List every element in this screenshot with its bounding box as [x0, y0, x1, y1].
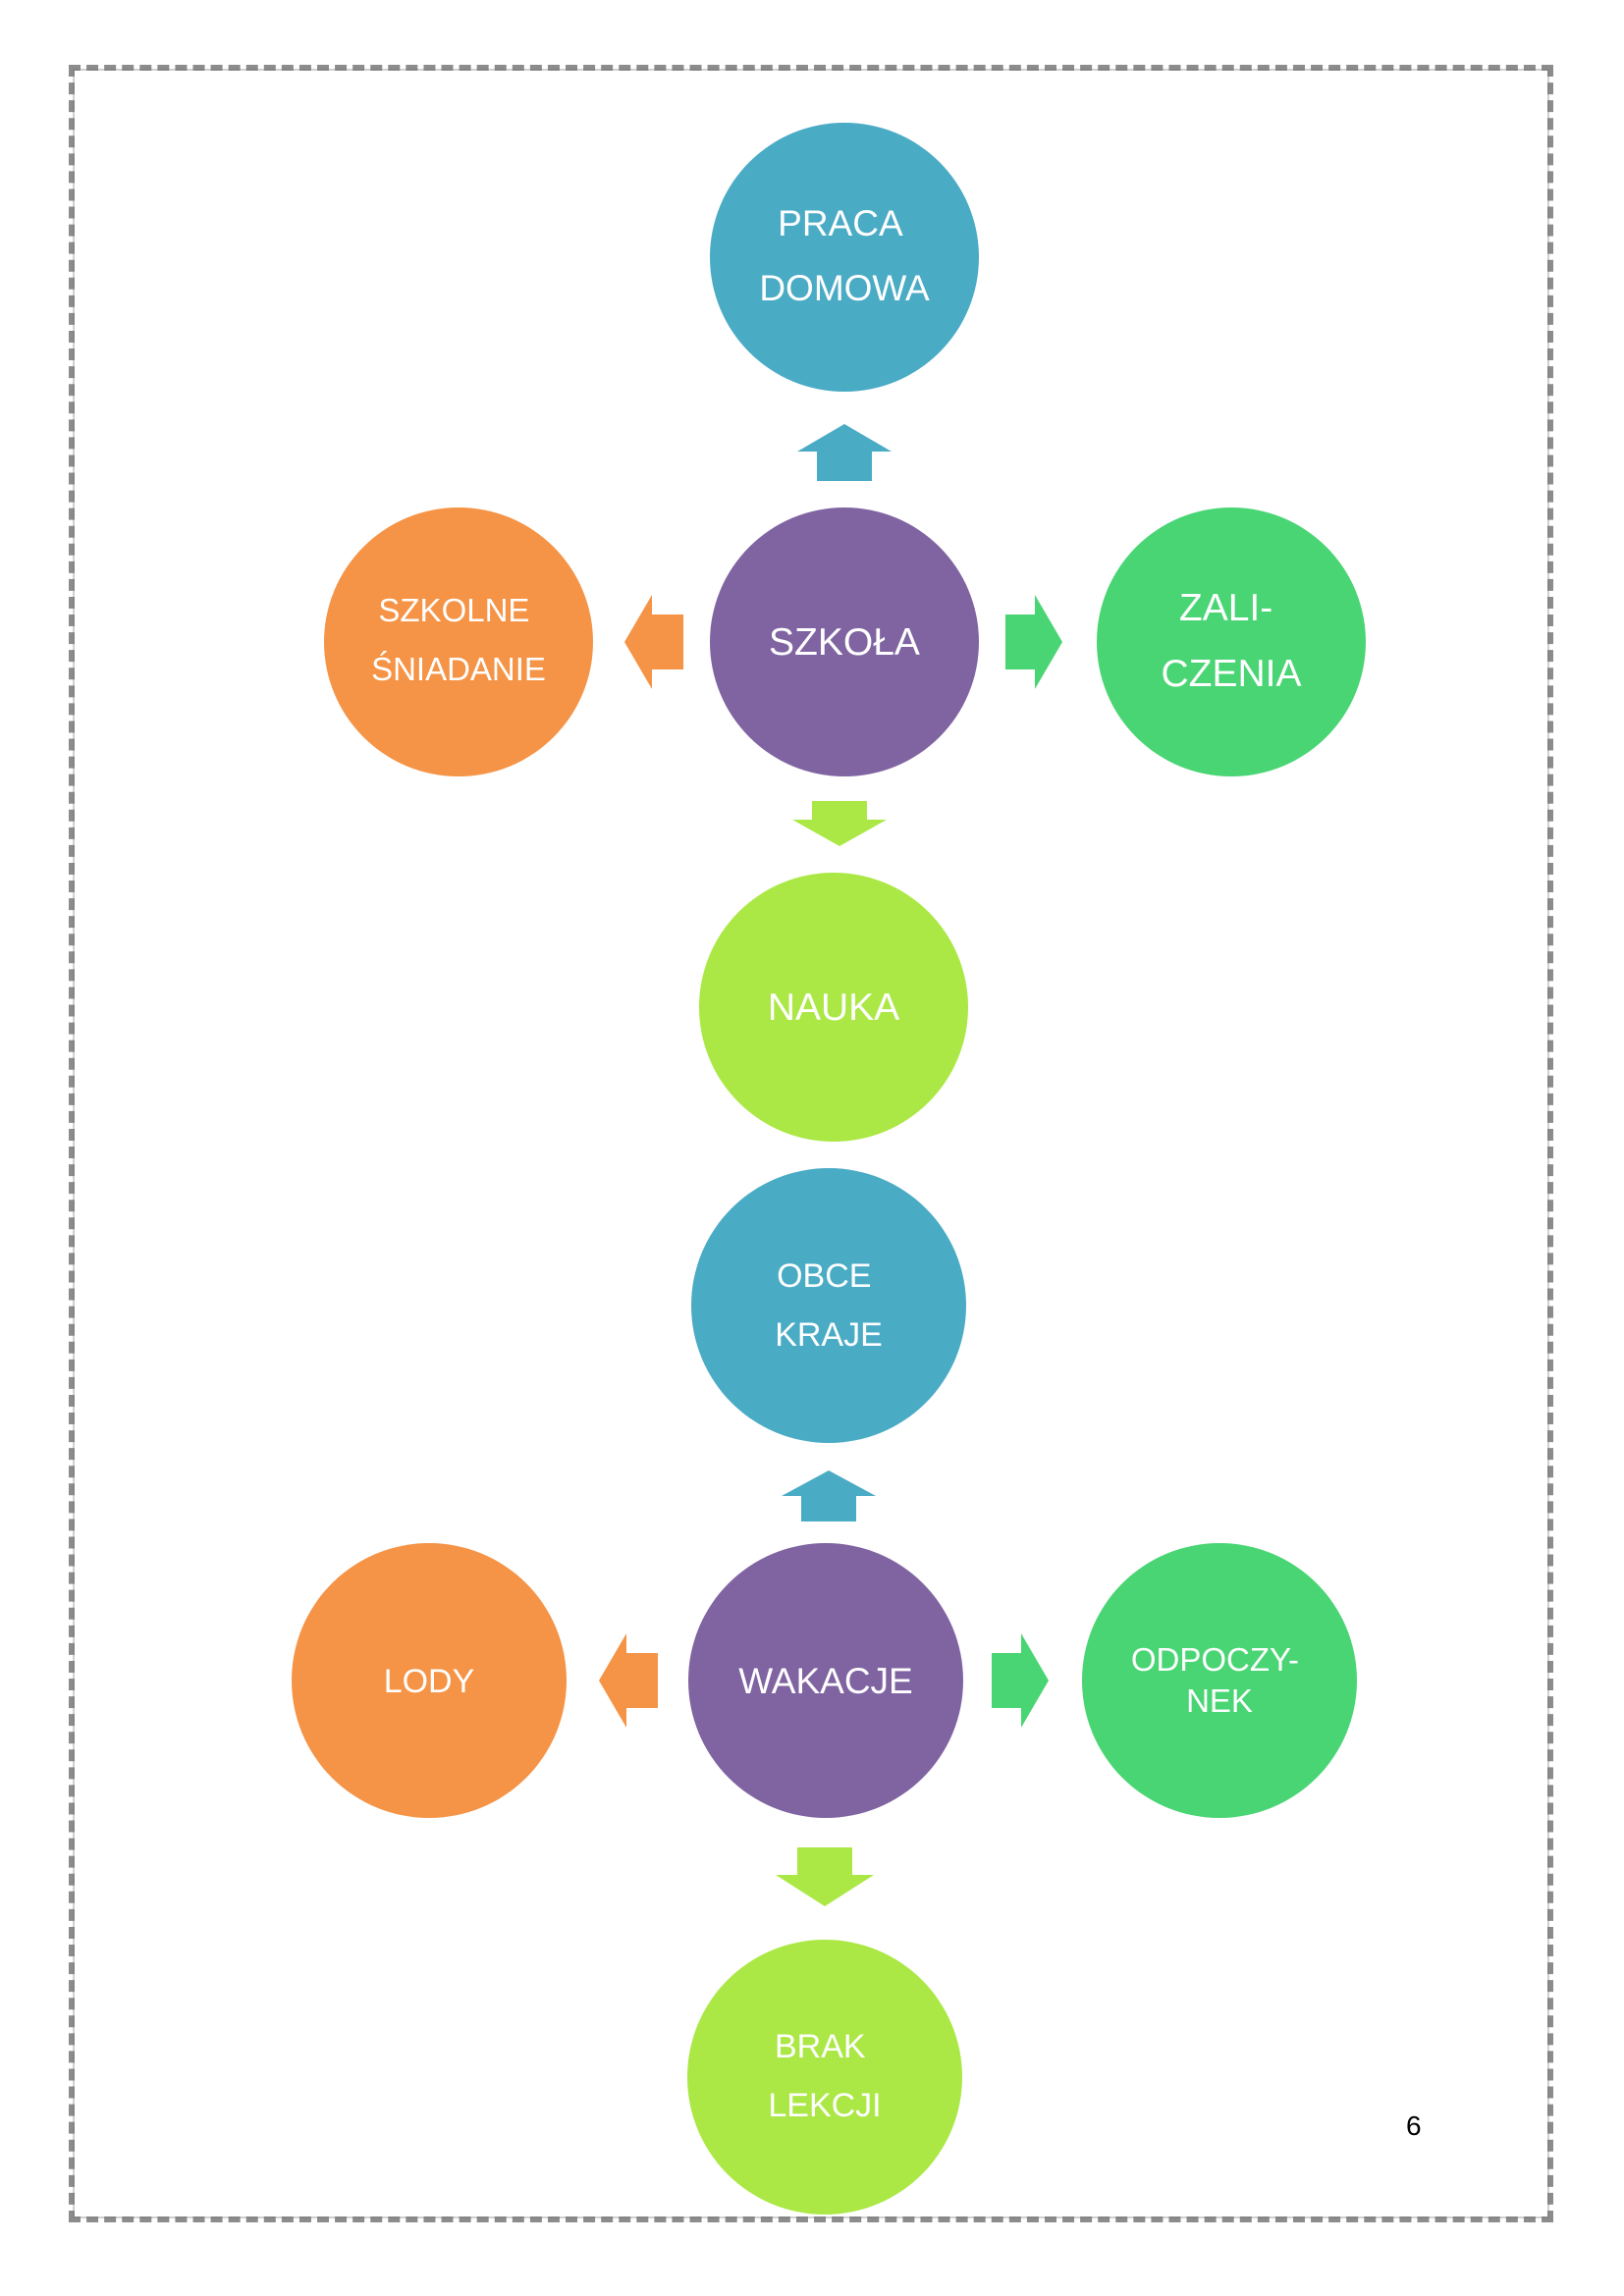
arrow-left-orange — [624, 595, 683, 689]
arrow-up-blue-2 — [782, 1470, 876, 1522]
page-number: 6 — [1406, 2110, 1422, 2141]
node-obce-kraje — [691, 1168, 966, 1443]
node-odpoczynek-label: ODPOCZY- NEK — [1131, 1641, 1308, 1719]
node-szkolne-sniadanie-label: SZKOLNE ŚNIADANIE — [371, 592, 546, 687]
node-lody-label: LODY — [384, 1663, 475, 1700]
arrow-down-lime-2 — [776, 1847, 874, 1906]
node-praca-domowa-label: PRACA DOMOWA — [759, 203, 930, 308]
arrow-right-green — [1005, 595, 1062, 689]
node-wakacje-label: WAKACJE — [738, 1661, 912, 1701]
node-szkola — [710, 507, 979, 776]
arrow-down-lime — [792, 801, 887, 846]
diagram-wakacje: OBCE KRAJE LODY WAKACJE ODPOCZY- NEK — [292, 1168, 1357, 2215]
node-brak-lekcji — [687, 1940, 962, 2215]
arrow-left-orange-2 — [599, 1633, 658, 1728]
node-zaliczenia-label: ZALI- CZENIA — [1161, 587, 1301, 695]
node-nauka-label: NAUKA — [768, 987, 899, 1029]
arrow-up-blue — [797, 424, 892, 481]
node-szkola-label: SZKOŁA — [769, 621, 920, 664]
node-szkolne-sniadanie — [324, 507, 593, 776]
page-border — [69, 65, 1553, 2222]
node-praca-domowa — [710, 123, 979, 392]
node-lody — [292, 1543, 567, 1818]
node-wakacje — [688, 1543, 963, 1818]
node-nauka — [699, 873, 968, 1142]
node-zaliczenia — [1097, 507, 1366, 776]
node-odpoczynek — [1082, 1543, 1357, 1818]
arrow-right-green-2 — [992, 1633, 1049, 1728]
diagram-szkola: PRACA DOMOWA SZKOLNE ŚNIADANIE SZKOŁA ZA… — [324, 123, 1366, 1142]
node-brak-lekcji-label: BRAK LEKCJI — [768, 2028, 881, 2124]
node-obce-kraje-label: OBCE KRAJE — [775, 1257, 883, 1354]
